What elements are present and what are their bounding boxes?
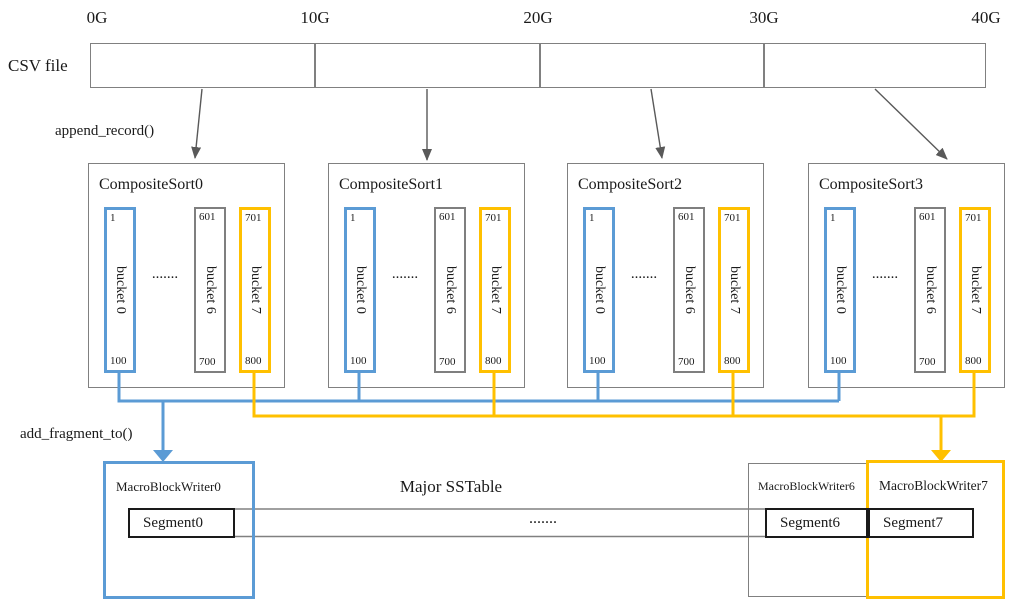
bucket-7: 701 bucket 7 800 (718, 207, 750, 373)
bucket-bottom-value: 800 (965, 355, 982, 367)
segment7-box: Segment7 (868, 508, 974, 538)
composite-sort3-box: CompositeSort3 1 bucket 0 100 ....... 60… (808, 163, 1005, 388)
macro-block-writer7-label: MacroBlockWriter7 (879, 478, 988, 493)
bucket-bottom-value: 100 (110, 355, 127, 367)
bucket-0: 1 bucket 0 100 (583, 207, 615, 373)
bucket-6: 601 bucket 6 700 (194, 207, 226, 373)
bucket-label: bucket 6 (203, 266, 218, 314)
bucket-bottom-value: 700 (919, 356, 936, 368)
append-arrow-3 (874, 88, 948, 160)
bucket-7: 701 bucket 7 800 (479, 207, 511, 373)
composite-sort3-title: CompositeSort3 (819, 176, 924, 193)
bucket-label: bucket 0 (592, 266, 607, 314)
bucket-bottom-value: 800 (245, 355, 262, 367)
bucket-ellipsis: ....... (151, 266, 179, 282)
composite-sort0-title: CompositeSort0 (99, 176, 204, 193)
scale-tick-0g: 0G (86, 8, 108, 27)
bucket-label: bucket 7 (968, 266, 983, 314)
major-sstable-label: Major SSTable (399, 477, 503, 496)
csv-file-bar (90, 43, 986, 88)
csv-bar-divider (763, 44, 765, 87)
scale-tick-30g: 30G (749, 8, 779, 27)
bucket-bottom-value: 700 (199, 356, 216, 368)
bucket-ellipsis: ....... (630, 266, 658, 282)
bucket-bottom-value: 800 (724, 355, 741, 367)
composite-sort2-title: CompositeSort2 (578, 176, 683, 193)
bucket-7: 701 bucket 7 800 (959, 207, 991, 373)
segment6-box: Segment6 (765, 508, 868, 538)
csv-bar-divider (314, 44, 316, 87)
bucket-top-value: 601 (919, 211, 936, 223)
bucket-bottom-value: 100 (830, 355, 847, 367)
composite-sort2-box: CompositeSort2 1 bucket 0 100 ....... 60… (567, 163, 764, 388)
bucket-0: 1 bucket 0 100 (344, 207, 376, 373)
append-arrow-0 (191, 88, 203, 159)
append-arrow-2 (650, 88, 666, 159)
bucket-top-value: 601 (678, 211, 695, 223)
csv-file-label: CSV file (8, 56, 68, 75)
append-record-label: append_record() (55, 123, 155, 139)
bucket-bottom-value: 100 (350, 355, 367, 367)
bucket-label: bucket 6 (923, 266, 938, 314)
bucket-label: bucket 0 (113, 266, 128, 314)
bucket-top-value: 701 (485, 212, 502, 224)
bucket-label: bucket 6 (443, 266, 458, 314)
composite-sort0-box: CompositeSort0 1 bucket 0 100 ....... 60… (88, 163, 285, 388)
add-fragment-to-label: add_fragment_to() (20, 426, 133, 442)
bucket-label: bucket 7 (727, 266, 742, 314)
bucket-top-value: 601 (439, 211, 456, 223)
bucket-label: bucket 0 (833, 266, 848, 314)
bucket-7: 701 bucket 7 800 (239, 207, 271, 373)
composite-sort1-box: CompositeSort1 1 bucket 0 100 ....... 60… (328, 163, 525, 388)
bucket-0: 1 bucket 0 100 (824, 207, 856, 373)
macro-block-writer6-label: MacroBlockWriter6 (758, 479, 855, 493)
bucket-top-value: 1 (589, 212, 595, 224)
bucket-label: bucket 6 (682, 266, 697, 314)
bucket-bottom-value: 700 (439, 356, 456, 368)
bucket-6: 601 bucket 6 700 (673, 207, 705, 373)
bucket-6: 601 bucket 6 700 (434, 207, 466, 373)
bucket-top-value: 701 (245, 212, 262, 224)
bucket-0: 1 bucket 0 100 (104, 207, 136, 373)
bucket-ellipsis: ....... (871, 266, 899, 282)
sstable-strip-ellipsis: ....... (529, 510, 557, 527)
bucket-label: bucket 7 (488, 266, 503, 314)
segment0-box: Segment0 (128, 508, 235, 538)
composite-sort1-title: CompositeSort1 (339, 176, 444, 193)
bucket-ellipsis: ....... (391, 266, 419, 282)
bucket-top-value: 601 (199, 211, 216, 223)
append-record-arrows (191, 88, 948, 161)
bucket-top-value: 1 (830, 212, 836, 224)
csv-bar-divider (539, 44, 541, 87)
bucket-bottom-value: 800 (485, 355, 502, 367)
scale-tick-40g: 40G (971, 8, 1001, 27)
scale-tick-10g: 10G (300, 8, 330, 27)
bucket-6: 601 bucket 6 700 (914, 207, 946, 373)
bucket-top-value: 701 (965, 212, 982, 224)
macro-block-writer0-label: MacroBlockWriter0 (116, 479, 221, 494)
bucket-bottom-value: 100 (589, 355, 606, 367)
bucket-label: bucket 7 (248, 266, 263, 314)
bucket-bottom-value: 700 (678, 356, 695, 368)
bucket-top-value: 1 (350, 212, 356, 224)
scale-tick-20g: 20G (523, 8, 553, 27)
bucket-top-value: 1 (110, 212, 116, 224)
bucket-top-value: 701 (724, 212, 741, 224)
bucket-label: bucket 0 (353, 266, 368, 314)
